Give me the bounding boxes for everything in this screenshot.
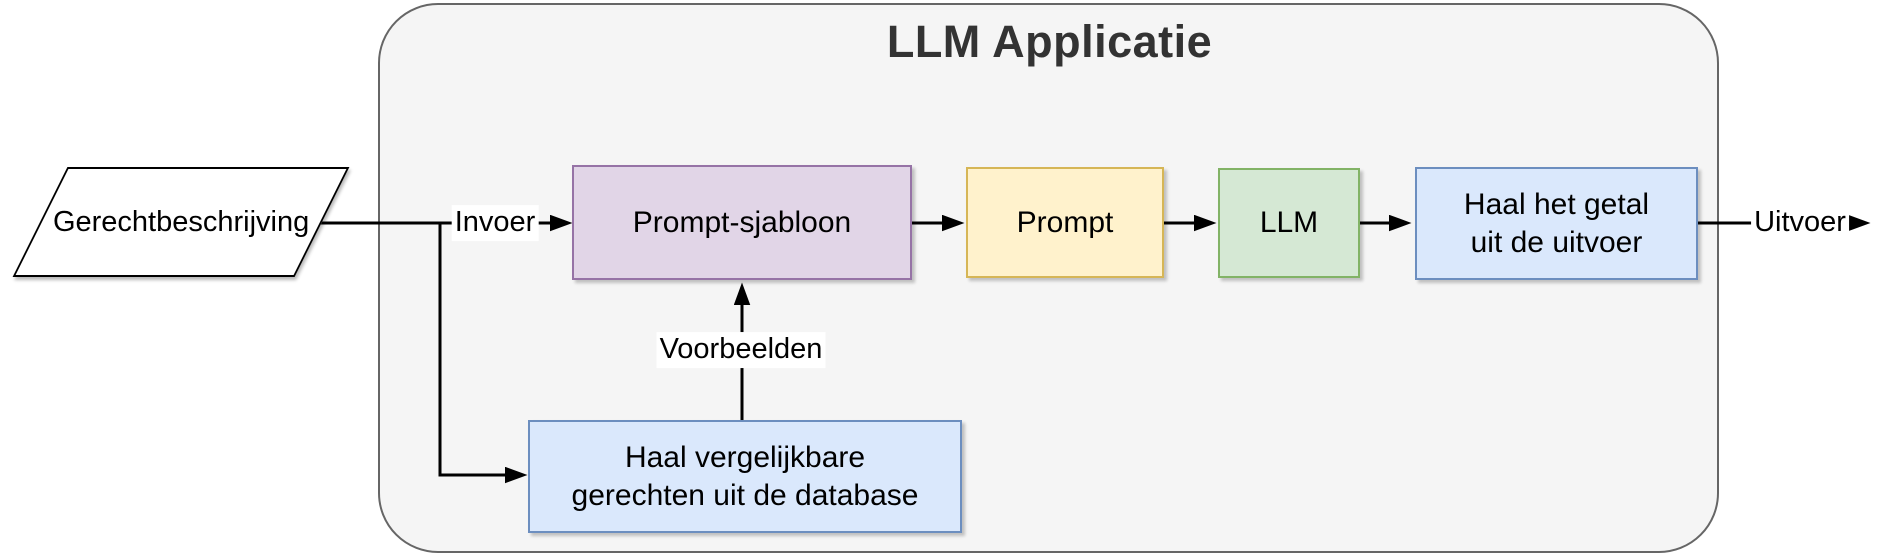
node-retrieve-similar-dishes: Haal vergelijkbare gerechten uit de data… xyxy=(528,420,962,533)
node-prompt-template-label: Prompt-sjabloon xyxy=(632,205,852,239)
node-prompt-label: Prompt xyxy=(1016,205,1114,239)
node-prompt-template: Prompt-sjabloon xyxy=(572,165,912,280)
edge-label-invoer: Invoer xyxy=(451,205,539,241)
node-dish-description-label: Gerechtbeschrijving xyxy=(52,205,310,238)
node-llm: LLM xyxy=(1218,168,1360,278)
node-extract-number: Haal het getal uit de uitvoer xyxy=(1415,167,1698,280)
edge-label-voorbeelden: Voorbeelden xyxy=(656,332,826,368)
node-dish-description: Gerechtbeschrijving xyxy=(12,167,350,277)
node-extract-number-label: Haal het getal uit de uitvoer xyxy=(1463,188,1650,259)
node-llm-label: LLM xyxy=(1259,206,1319,240)
container-title: LLM Applicatie xyxy=(886,16,1213,67)
edge-label-uitvoer: Uitvoer xyxy=(1751,205,1849,241)
edge-input-branch-to-retrieve xyxy=(438,223,528,484)
node-retrieve-similar-dishes-label: Haal vergelijkbare gerechten uit de data… xyxy=(571,441,919,512)
node-prompt: Prompt xyxy=(966,167,1164,278)
